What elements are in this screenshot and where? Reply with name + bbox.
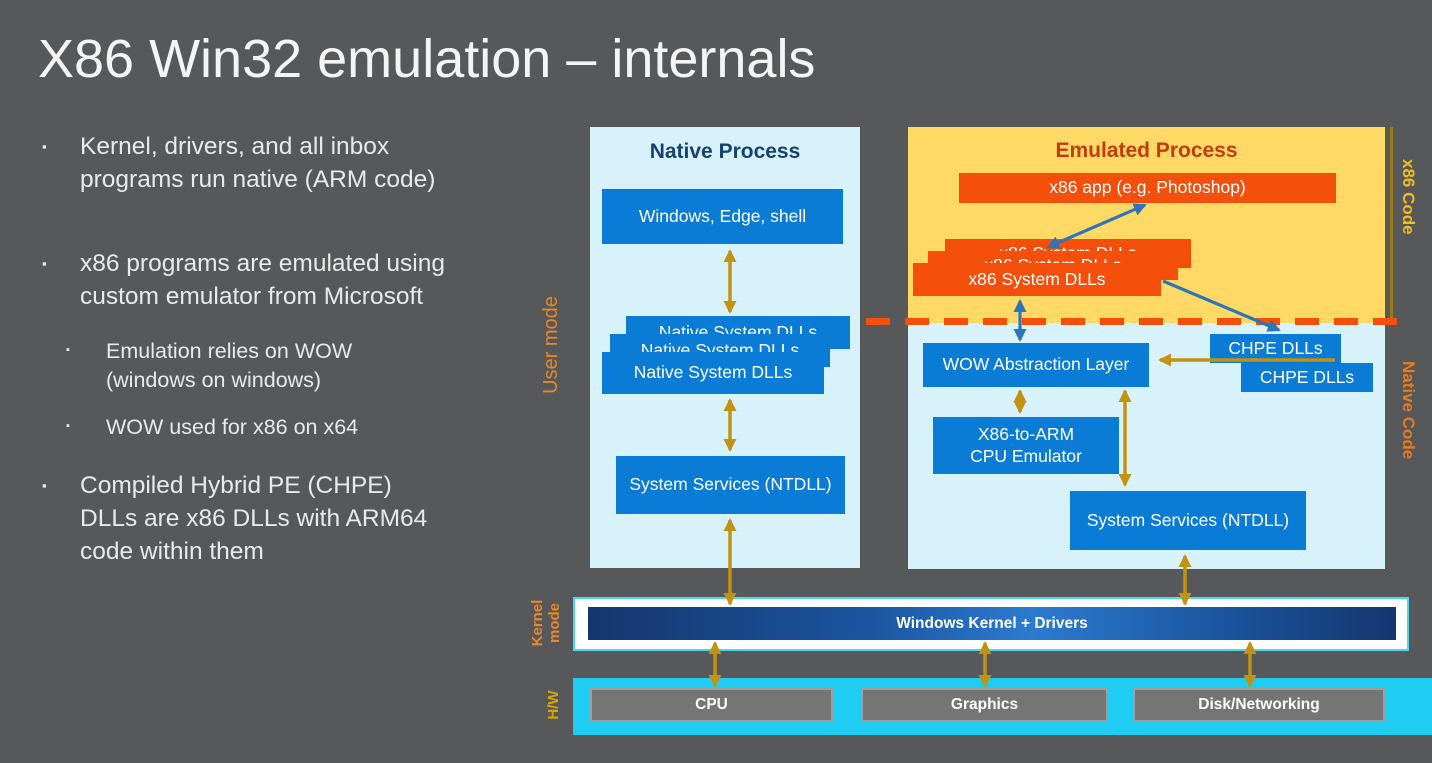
- bullet-marker-icon: ▪: [66, 420, 70, 433]
- x86-system-dlls-box-front: x86 System DLLs: [913, 263, 1161, 296]
- kernel-mode-label: Kernel mode: [528, 599, 563, 647]
- bullet-text: Emulation relies on WOW (windows on wind…: [106, 339, 353, 392]
- bullet-marker-icon: ▪: [42, 139, 47, 154]
- bullet-list: ▪ Kernel, drivers, and all inbox program…: [42, 131, 492, 568]
- hardware-band: CPU Graphics Disk/Networking: [573, 678, 1432, 735]
- bullet-item: ▪ Compiled Hybrid PE (CHPE) DLLs are x86…: [42, 470, 492, 568]
- chpe-dlls-box-top: CHPE DLLs: [1210, 334, 1341, 363]
- native-process-title: Native Process: [649, 140, 801, 163]
- chpe-dlls-box-bottom: CHPE DLLs: [1241, 363, 1373, 392]
- native-code-label: Native Code: [1399, 360, 1418, 460]
- bullet-marker-icon: ▪: [66, 344, 70, 357]
- native-system-services-ntdll-box: System Services (NTDLL): [616, 456, 845, 514]
- x86-code-region-rule: [1390, 127, 1393, 320]
- native-system-dlls-box-front: Native System DLLs: [602, 352, 824, 394]
- graphics-box: Graphics: [861, 688, 1108, 722]
- x86-to-arm-cpu-emulator-box: X86-to-ARM CPU Emulator: [933, 417, 1119, 474]
- emulated-system-services-ntdll-box: System Services (NTDLL): [1070, 491, 1306, 550]
- bullet-marker-icon: ▪: [42, 256, 47, 272]
- kernel-bar-frame: Windows Kernel + Drivers: [573, 597, 1409, 651]
- hw-label: H/W: [544, 690, 562, 720]
- bullet-item: ▪ x86 programs are emulated using custom…: [42, 248, 492, 313]
- windows-kernel-drivers-bar: Windows Kernel + Drivers: [588, 607, 1396, 640]
- bullet-item: ▪ Kernel, drivers, and all inbox program…: [42, 131, 492, 196]
- bullet-subitem: ▪ Emulation relies on WOW (windows on wi…: [66, 337, 492, 394]
- user-mode-label: User mode: [539, 296, 562, 394]
- emulated-process-title: Emulated Process: [1055, 139, 1238, 162]
- bullet-subitem: ▪ WOW used for x86 on x64: [66, 413, 492, 441]
- bullet-text: Compiled Hybrid PE (CHPE) DLLs are x86 D…: [80, 472, 428, 565]
- x86-code-label: x86 Code: [1399, 159, 1418, 235]
- cpu-box: CPU: [590, 688, 833, 722]
- wow-abstraction-layer-box: WOW Abstraction Layer: [923, 343, 1149, 387]
- native-process-panel: Native Process Windows, Edge, shell Nati…: [590, 127, 860, 568]
- x86-app-box: x86 app (e.g. Photoshop): [959, 173, 1336, 203]
- bullet-text: Kernel, drivers, and all inbox programs …: [80, 133, 436, 193]
- bullet-marker-icon: ▪: [42, 478, 47, 494]
- bullet-text: x86 programs are emulated using custom e…: [80, 250, 445, 310]
- bullet-text: WOW used for x86 on x64: [106, 415, 359, 440]
- emulated-process-panel: Emulated Process x86 app (e.g. Photoshop…: [908, 127, 1385, 569]
- disk-networking-box: Disk/Networking: [1133, 688, 1385, 722]
- windows-edge-shell-box: Windows, Edge, shell: [602, 189, 843, 244]
- slide-title: X86 Win32 emulation – internals: [38, 29, 816, 89]
